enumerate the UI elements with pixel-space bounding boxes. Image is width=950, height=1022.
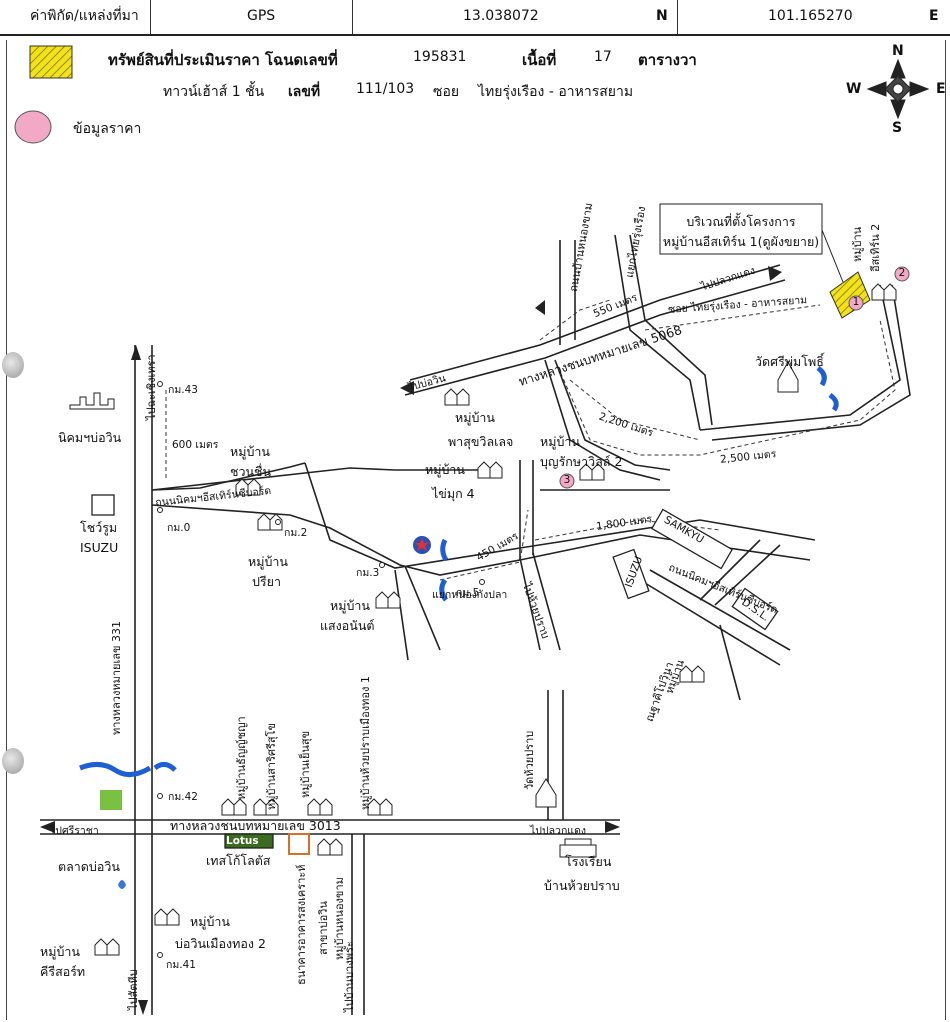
place-nong-klang-pla: แยกหนองกังปลา: [432, 589, 508, 601]
road-to-chachoengsao: ไปฉะเชิงเทรา: [145, 354, 158, 420]
place-school: โรงเรียน: [565, 854, 612, 869]
divider: [677, 0, 678, 34]
place-wat-huai: วัดห้วยปราบ: [523, 730, 536, 790]
roads: [40, 234, 911, 1015]
place-bowin2: หมู่บ้าน: [190, 914, 230, 929]
place-pasuk: หมู่บ้าน: [455, 410, 495, 425]
km-markers: [157, 381, 485, 958]
direction-arrows: [40, 266, 782, 1015]
village-vertical: ธนาคารอาคารสงเคราะห์: [295, 864, 308, 985]
area-label: เนื้อที่: [522, 51, 557, 69]
km-label: กม.0: [167, 522, 191, 534]
property-label: ทรัพย์สินที่ประเมินราคา โฉนดเลขที่: [108, 51, 338, 69]
place-preeya: หมู่บ้าน: [248, 554, 288, 569]
project-callout: [659, 203, 823, 255]
road-to-sattahip: ไปสัตหีบ: [127, 969, 140, 1010]
latitude-direction: N: [656, 8, 668, 24]
divider: [150, 0, 151, 34]
soi-label: ซอย: [433, 84, 460, 100]
road-hw3013-label: ทางหลวงชนบทหมายเลข 3013: [170, 818, 341, 833]
coordinate-label: ค่าพิกัด/แหล่งที่มา: [30, 8, 139, 24]
place-bowin2: บ่อวินเมืองทอง 2: [175, 936, 266, 951]
place-chuanchuen: หมู่บ้าน: [230, 444, 270, 459]
place-boonrak: หมู่บ้าน: [540, 434, 580, 449]
water-features: [79, 365, 839, 777]
gas-station-icon: [413, 536, 431, 554]
village-vertical: หมู่บ้านห้วยปราบเมืองทอง 1: [359, 676, 372, 810]
compass-east: E: [936, 81, 946, 97]
place-tesco: เทสโก้โลตัส: [206, 853, 271, 868]
price-markers: [559, 266, 910, 489]
tesco-logo: Lotus: [226, 835, 259, 847]
price-marker-1: 1: [852, 296, 860, 308]
route-dashes: [165, 299, 896, 581]
place-nikhom: นิคมฯบ่อวิน: [58, 430, 122, 445]
property-marker: [829, 271, 871, 319]
price-legend-symbol: [14, 110, 52, 144]
map-frame: [6, 40, 946, 1020]
place-wat-phum: วัดศรีพุ่มโพธิ์: [755, 354, 824, 369]
deed-number: 195831: [413, 49, 467, 65]
place-eastern-2: หมู่บ้าน: [851, 226, 864, 262]
place-saengananta: หมู่บ้าน: [330, 598, 370, 613]
place-pasuk: พาสุขวิลเลจ: [448, 434, 514, 449]
latitude-value: 13.038072: [463, 8, 539, 24]
house-number-label: เลขที่: [288, 84, 321, 100]
village-vertical: หมู่บ้านสาริศรีสุโข: [265, 722, 278, 810]
road-to-sriracha: ไปศรีราชา: [50, 825, 99, 837]
place-isuzu: ISUZU: [80, 540, 119, 555]
place-khaimuk: ไข่มุก 4: [432, 486, 475, 501]
village-vertical: ไปบ้านบางพระ: [343, 941, 356, 1012]
compass-south: S: [892, 120, 903, 136]
place-keerisort: หมู่บ้าน: [40, 944, 80, 959]
longitude-direction: E: [929, 8, 939, 24]
soi-name: ไทยรุ่งเรือง - อาหารสยาม: [478, 84, 634, 100]
house-number: 111/103: [356, 81, 415, 97]
longitude-value: 101.165270: [768, 8, 853, 24]
property-legend-symbol: [29, 45, 73, 79]
price-marker-3: 3: [563, 474, 571, 486]
place-saengananta: แสงอนันต์: [320, 618, 375, 633]
area-value: 17: [594, 49, 612, 65]
place-keerisort: คีรีสอร์ท: [40, 964, 86, 979]
punch-hole: [2, 352, 24, 378]
place-eastern-2: อีสเทิร์น 2: [869, 223, 882, 272]
village-vertical: หมู่บ้านเย็นสุข: [299, 730, 312, 798]
area-unit: ตารางวา: [638, 51, 697, 69]
compass-north: N: [892, 43, 904, 59]
project-box-line1: บริเวณที่ตั้งโครงการ: [686, 214, 796, 229]
km-label: กม.43: [168, 384, 198, 396]
place-preeya: ปรียา: [252, 574, 281, 589]
km-label: กม.41: [166, 959, 196, 971]
km-label: กม.2: [284, 527, 308, 539]
temple-icons: [535, 360, 799, 858]
place-chuanchuen: ชวนชื่น: [230, 464, 272, 479]
logo-icons: [100, 790, 126, 889]
road-hw331-label: ทางหลวงหมายเลข 331: [110, 621, 123, 735]
coordinate-header: ค่าพิกัด/แหล่งที่มา GPS 13.038072 N 101.…: [0, 0, 950, 36]
punch-hole: [2, 748, 24, 774]
distance-label: 600 เมตร: [172, 439, 219, 451]
place-showroom: โชว์รูม: [80, 520, 118, 535]
landmark-boxes: [91, 494, 779, 855]
place-khaimuk: หมู่บ้าน: [425, 462, 465, 477]
village-house-icons: [69, 283, 897, 956]
road-to-pluakdaeng: ไปปลวกแดง: [530, 825, 587, 837]
km-label: กม.3: [356, 567, 380, 579]
source-value: GPS: [247, 8, 276, 24]
compass-west: W: [846, 81, 862, 97]
property-type: ทาวน์เฮ้าส์ 1 ชั้น: [163, 84, 265, 100]
place-talad: ตลาดบ่อวิน: [58, 859, 120, 874]
km-label: กม.42: [168, 791, 198, 803]
price-marker-2: 2: [898, 267, 906, 279]
village-vertical: หมู่บ้านธัญญ์ชญา: [235, 716, 248, 800]
compass-icon: [866, 58, 930, 120]
place-school: บ้านห้วยปราบ: [544, 878, 620, 893]
divider: [352, 0, 353, 34]
place-boonrak: บุญรักษาวิลล์ 2: [540, 454, 623, 469]
project-box-line2: หมู่บ้านอีสเทิร์น 1(ดูผังขยาย): [662, 234, 820, 249]
price-data-label: ข้อมูลราคา: [73, 121, 142, 137]
km-label: กม.5: [456, 587, 480, 599]
